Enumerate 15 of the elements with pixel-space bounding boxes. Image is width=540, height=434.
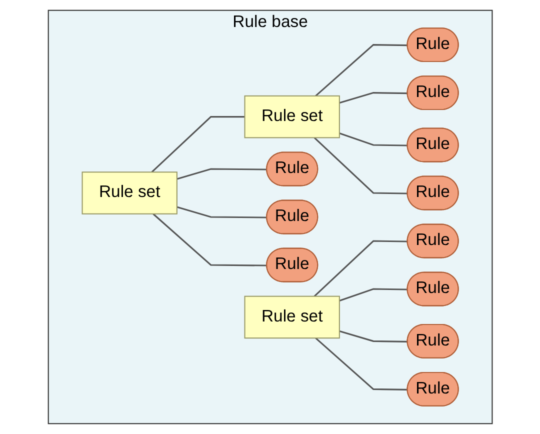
connector bbox=[152, 213, 267, 266]
connector bbox=[176, 206, 267, 218]
connector bbox=[314, 44, 408, 97]
connector bbox=[314, 337, 408, 390]
connector bbox=[176, 168, 267, 180]
node-box bbox=[244, 95, 340, 138]
connector bbox=[338, 92, 408, 104]
connector bbox=[314, 137, 408, 194]
connector bbox=[338, 330, 408, 342]
node-box bbox=[81, 172, 178, 214]
connector bbox=[338, 288, 408, 302]
node-box bbox=[244, 296, 340, 339]
connector bbox=[151, 116, 244, 173]
connector bbox=[314, 240, 408, 297]
connector bbox=[338, 132, 408, 146]
